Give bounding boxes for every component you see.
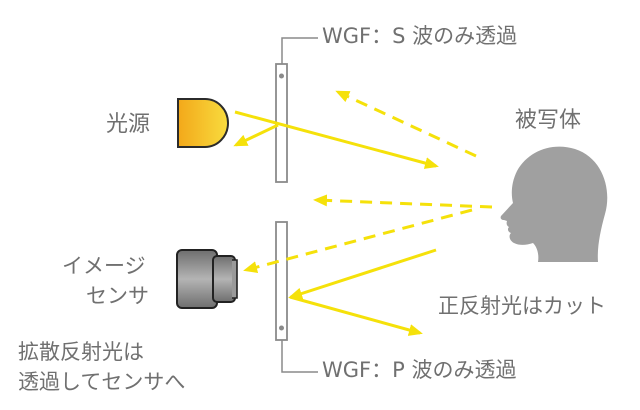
image-sensor-label-line1: イメージ: [62, 254, 146, 278]
top-filter-leader: [281, 37, 318, 65]
arrow-specular-cut: [289, 295, 423, 336]
arrow-dashed-upper: [335, 90, 477, 158]
light-source-label: 光源: [106, 112, 151, 137]
arrow-reflect-to-source: [233, 123, 279, 147]
bottom-filter-leader: [281, 338, 318, 373]
specular-cut-label: 正反射光はカット: [438, 294, 606, 318]
bottom-filter-label: WGF：P 波のみ透過: [322, 358, 517, 382]
arrow-emission-to-subject: [234, 110, 439, 169]
subject-head: [500, 146, 608, 262]
subject-label: 被写体: [515, 108, 582, 133]
top-filter-label: WGF：S 波のみ透過: [322, 24, 518, 48]
diffuse-note-line2: 透過してセンサへ: [18, 370, 186, 394]
light-source-shape: [177, 98, 229, 148]
image-sensor-label-line2: センサ: [86, 284, 149, 308]
bottom-wire-grid-filter: [275, 221, 288, 341]
arrow-dashed-middle: [313, 194, 493, 209]
image-sensor-camera: [176, 249, 238, 309]
diffuse-note-line1: 拡散反射光は: [18, 340, 144, 364]
arrow-subject-to-lower-filter: [288, 248, 437, 300]
